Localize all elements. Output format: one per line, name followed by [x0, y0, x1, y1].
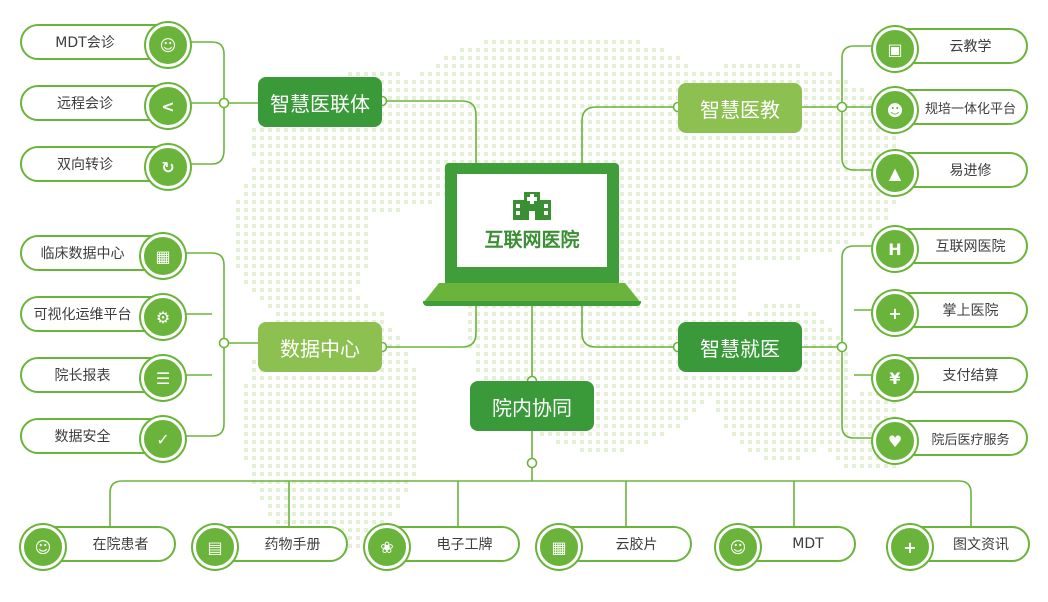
collab-item-inpatients[interactable]: ☺ 在院患者 [21, 525, 176, 569]
collab-item-label: 在院患者 [92, 537, 149, 553]
group-icon: ☺ [716, 525, 760, 569]
book-icon: ▤ [193, 525, 237, 569]
hub-alliance[interactable]: 智慧医联体 [258, 77, 382, 127]
hub-collab[interactable]: 院内协同 [470, 381, 594, 431]
education-item-training[interactable]: ☻ 规培一体化平台 [873, 88, 1028, 132]
hospital-h-icon: H [873, 227, 917, 271]
medical-item-aftercare[interactable]: ♥ 院后医疗服务 [873, 419, 1028, 463]
gear-icon: ⚙ [141, 295, 185, 339]
film-icon: ▦ [537, 525, 581, 569]
data-item-report[interactable]: 院长报表 ☰ [20, 356, 185, 400]
hospital-building-icon [513, 192, 551, 220]
data-item-ops[interactable]: 可视化运维平台 ⚙ [20, 295, 185, 339]
center-title: 互联网医院 [484, 229, 580, 251]
share-icon: < [146, 84, 190, 128]
collab-item-label: 电子工牌 [436, 537, 493, 553]
group-icon: ☺ [146, 23, 190, 67]
alliance-item-transfer[interactable]: 双向转诊 ↻ [20, 145, 190, 189]
laptop-display: 互联网医院 [457, 174, 607, 267]
alliance-item-label: MDT会诊 [55, 35, 115, 51]
people-icon: ☻ [873, 88, 917, 132]
transfer-icon: ↻ [146, 145, 190, 189]
building-icon: ▦ [141, 234, 185, 278]
data-item-security[interactable]: 数据安全 ✓ [20, 417, 185, 461]
heart-plus-icon: ♥ [873, 419, 917, 463]
shield-check-icon: ✓ [141, 417, 185, 461]
hub-data-center[interactable]: 数据中心 [258, 322, 382, 372]
education-item-label: 规培一体化平台 [924, 101, 1016, 117]
medical-item-internet-hospital[interactable]: H 互联网医院 [873, 227, 1028, 271]
yen-icon: ¥ [873, 356, 917, 400]
laptop-lip [423, 301, 641, 306]
data-item-label: 院长报表 [54, 368, 111, 384]
collab-item-badge[interactable]: ❀ 电子工牌 [365, 525, 520, 569]
education-item-cloud-teaching[interactable]: ▣ 云教学 [873, 27, 1028, 71]
education-item-label: 易进修 [949, 163, 992, 179]
data-item-label: 数据安全 [54, 429, 111, 445]
hub-medical[interactable]: 智慧就医 [678, 322, 802, 372]
clover-icon: ❀ [365, 525, 409, 569]
hub-education-label: 智慧医教 [700, 97, 780, 122]
hub-medical-label: 智慧就医 [700, 336, 780, 361]
video-screen-icon: ▣ [873, 27, 917, 71]
plus-icon: + [888, 525, 932, 569]
collab-item-label: 云胶片 [615, 537, 658, 553]
collab-item-drug-manual[interactable]: ▤ 药物手册 [193, 525, 348, 569]
medical-item-payment[interactable]: ¥ 支付结算 [873, 356, 1028, 400]
alliance-item-mdt[interactable]: MDT会诊 ☺ [20, 23, 190, 67]
data-item-clinical[interactable]: 临床数据中心 ▦ [20, 234, 185, 278]
medical-item-label: 支付结算 [942, 368, 999, 384]
education-item-study[interactable]: ▲ 易进修 [873, 151, 1028, 195]
collab-item-mdt[interactable]: ☺ MDT [716, 525, 856, 569]
center-laptop[interactable]: 互联网医院 [423, 163, 641, 306]
collab-item-label: 药物手册 [264, 537, 321, 553]
add-user-icon: ☺ [21, 525, 65, 569]
hub-alliance-label: 智慧医联体 [270, 91, 370, 116]
collab-item-film[interactable]: ▦ 云胶片 [537, 525, 692, 569]
medical-item-label: 互联网医院 [935, 239, 1006, 255]
document-icon: ☰ [141, 356, 185, 400]
data-item-label: 临床数据中心 [40, 246, 125, 262]
medical-item-label: 掌上医院 [942, 303, 999, 319]
collab-item-label: MDT [792, 536, 824, 552]
graduation-cap-icon: ▲ [873, 151, 917, 195]
alliance-item-label: 远程会诊 [57, 96, 113, 112]
alliance-item-label: 双向转诊 [57, 157, 113, 173]
hub-data-center-label: 数据中心 [280, 336, 360, 361]
laptop-base [423, 283, 641, 303]
medical-item-label: 院后医疗服务 [931, 432, 1010, 448]
medical-item-mobile[interactable]: + 掌上医院 [873, 291, 1028, 335]
collab-item-label: 图文资讯 [953, 537, 1009, 553]
hub-collab-label: 院内协同 [492, 395, 572, 420]
data-item-label: 可视化运维平台 [33, 307, 132, 323]
hub-education[interactable]: 智慧医教 [678, 83, 802, 133]
alliance-item-remote[interactable]: 远程会诊 < [20, 84, 190, 128]
laptop-screen: 互联网医院 [445, 163, 619, 283]
collab-item-news[interactable]: + 图文资讯 [888, 525, 1030, 569]
education-item-label: 云教学 [949, 39, 992, 55]
mobile-medical-icon: + [873, 291, 917, 335]
